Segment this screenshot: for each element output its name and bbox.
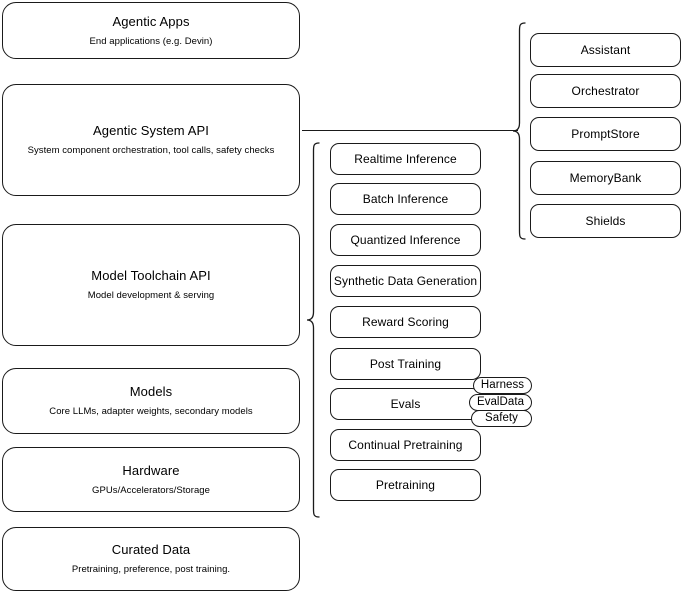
component-label: Synthetic Data Generation [333, 273, 478, 288]
component-label: MemoryBank [569, 170, 642, 185]
component-orchestrator[interactable]: Orchestrator [530, 74, 681, 108]
component-evals[interactable]: Evals [330, 388, 481, 420]
layer-model-toolchain-api[interactable]: Model Toolchain API Model development & … [2, 224, 300, 346]
component-promptstore[interactable]: PromptStore [530, 117, 681, 151]
tag-evaldata[interactable]: EvalData [469, 394, 532, 411]
layer-title: Hardware [122, 462, 180, 478]
component-label: Realtime Inference [354, 151, 457, 166]
layer-subtitle: Pretraining, preference, post training. [71, 564, 231, 575]
layer-curated-data[interactable]: Curated Data Pretraining, preference, po… [2, 527, 300, 591]
tag-label: EvalData [476, 396, 525, 408]
tag-label: Harness [480, 379, 525, 391]
tag-label: Safety [485, 412, 518, 424]
component-post-training[interactable]: Post Training [330, 348, 481, 380]
layer-agentic-system-api[interactable]: Agentic System API System component orch… [2, 84, 300, 196]
component-label: PromptStore [571, 126, 640, 141]
component-label: Orchestrator [571, 83, 640, 98]
component-memorybank[interactable]: MemoryBank [530, 161, 681, 195]
brace-system-components [512, 22, 526, 240]
tag-harness[interactable]: Harness [473, 377, 532, 394]
component-label: Reward Scoring [362, 314, 449, 329]
connector-system-api-to-components [302, 130, 518, 132]
component-label: Quantized Inference [350, 232, 461, 247]
layer-subtitle: System component orchestration, tool cal… [27, 145, 275, 156]
component-assistant[interactable]: Assistant [530, 33, 681, 67]
tag-safety[interactable]: Safety [471, 410, 532, 427]
layer-subtitle: Core LLMs, adapter weights, secondary mo… [49, 406, 253, 417]
component-label: Pretraining [375, 477, 436, 492]
layer-title: Models [129, 384, 173, 399]
component-quantized-inference[interactable]: Quantized Inference [330, 224, 481, 256]
layer-title: Model Toolchain API [91, 268, 211, 283]
component-shields[interactable]: Shields [530, 204, 681, 238]
component-batch-inference[interactable]: Batch Inference [330, 183, 481, 215]
layer-title: Agentic Apps [112, 13, 190, 29]
component-pretraining[interactable]: Pretraining [330, 469, 481, 501]
brace-toolchain-components [306, 142, 320, 518]
component-reward-scoring[interactable]: Reward Scoring [330, 306, 481, 338]
layer-agentic-apps[interactable]: Agentic Apps End applications (e.g. Devi… [2, 2, 300, 59]
component-label: Continual Pretraining [348, 437, 463, 452]
component-synthetic-data-generation[interactable]: Synthetic Data Generation [330, 265, 481, 297]
layer-subtitle: Model development & serving [87, 290, 215, 301]
component-label: Shields [585, 213, 626, 228]
layer-hardware[interactable]: Hardware GPUs/Accelerators/Storage [2, 447, 300, 512]
component-label: Evals [390, 396, 421, 411]
component-continual-pretraining[interactable]: Continual Pretraining [330, 429, 481, 461]
layer-models[interactable]: Models Core LLMs, adapter weights, secon… [2, 368, 300, 434]
component-label: Assistant [580, 42, 631, 57]
component-label: Batch Inference [362, 191, 449, 206]
layer-title: Agentic System API [93, 123, 209, 138]
layer-subtitle: End applications (e.g. Devin) [89, 35, 213, 47]
component-label: Post Training [369, 356, 442, 371]
component-realtime-inference[interactable]: Realtime Inference [330, 143, 481, 175]
layer-title: Curated Data [111, 542, 191, 557]
layer-subtitle: GPUs/Accelerators/Storage [92, 484, 210, 496]
